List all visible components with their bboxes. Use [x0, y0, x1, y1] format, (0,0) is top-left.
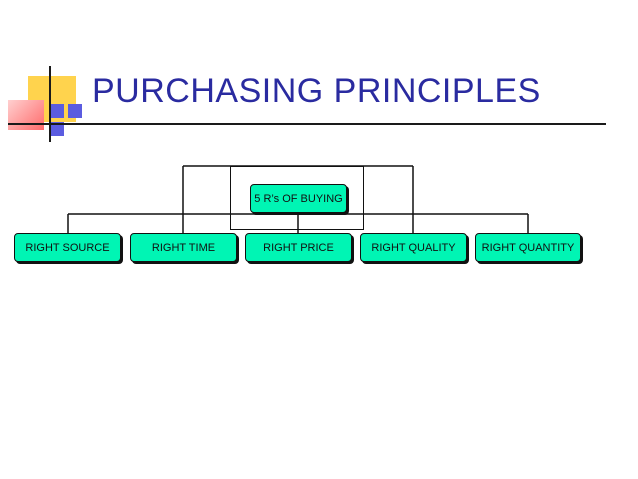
- child-node-right-quantity: RIGHT QUANTITY: [475, 233, 581, 262]
- decor-blue-square: [50, 104, 64, 118]
- decor-yellow-small-square: [44, 76, 58, 100]
- child-node-right-price: RIGHT PRICE: [245, 233, 352, 262]
- child-node-right-quality: RIGHT QUALITY: [360, 233, 467, 262]
- decor-blue-square: [50, 122, 64, 136]
- decor-blue-square: [68, 104, 82, 118]
- slide-title: PURCHASING PRINCIPLES: [92, 72, 541, 110]
- root-node: 5 R’s OF BUYING: [250, 184, 347, 213]
- title-underline-rule: [8, 123, 606, 125]
- child-node-right-time: RIGHT TIME: [130, 233, 237, 262]
- decor-vertical-rule: [49, 66, 51, 142]
- child-node-right-source: RIGHT SOURCE: [14, 233, 121, 262]
- root-frame: [230, 166, 364, 230]
- decor-red-square: [8, 100, 44, 130]
